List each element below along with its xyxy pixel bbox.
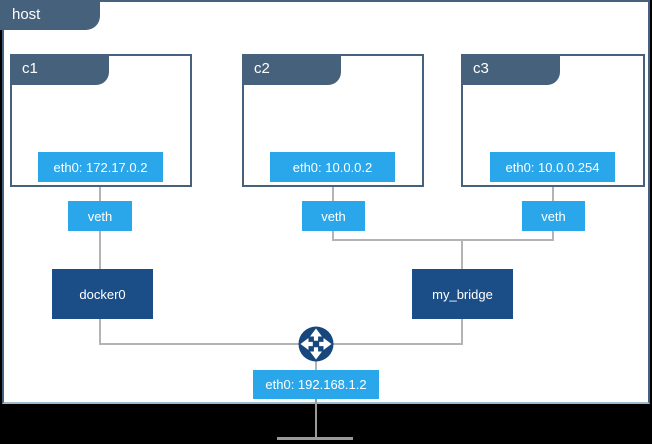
connector-veth2-down xyxy=(332,231,334,241)
connector-docker0-down xyxy=(99,319,101,345)
container-c3-label: c3 xyxy=(461,54,560,85)
veth-c2: veth xyxy=(302,201,365,231)
container-c3-eth0: eth0: 10.0.0.254 xyxy=(490,152,615,182)
host-label: host xyxy=(0,0,100,30)
container-c2-eth0: eth0: 10.0.0.2 xyxy=(270,152,395,182)
container-c3: c3 eth0: 10.0.0.254 xyxy=(461,54,645,187)
container-c1-eth0: eth0: 172.17.0.2 xyxy=(38,152,163,182)
router-icon xyxy=(298,326,334,362)
connector-bridges-to-router xyxy=(99,343,463,345)
connector-mybridge-down xyxy=(461,319,463,345)
container-c1-label: c1 xyxy=(10,54,109,85)
connector-c3-eth-to-veth xyxy=(552,182,554,201)
connector-join-to-mybridge xyxy=(461,241,463,269)
connector-veth1-to-docker0 xyxy=(99,231,101,269)
connector-c1-eth-to-veth xyxy=(99,182,101,201)
container-c2: c2 eth0: 10.0.0.2 xyxy=(242,54,424,187)
container-c1: c1 eth0: 172.17.0.2 xyxy=(10,54,192,187)
connector-bottom-stub xyxy=(277,437,353,440)
connector-c2-eth-to-veth xyxy=(332,182,334,201)
veth-c3: veth xyxy=(522,201,585,231)
container-c2-label: c2 xyxy=(242,54,341,85)
host-eth0: eth0: 192.168.1.2 xyxy=(253,370,379,399)
connector-hosteth-down xyxy=(315,399,317,439)
veth-c1: veth xyxy=(68,201,132,231)
bridge-my-bridge: my_bridge xyxy=(412,269,513,319)
connector-veth3-down xyxy=(552,231,554,241)
bridge-docker0: docker0 xyxy=(52,269,153,319)
connector-veth2-veth3-join xyxy=(332,239,554,241)
